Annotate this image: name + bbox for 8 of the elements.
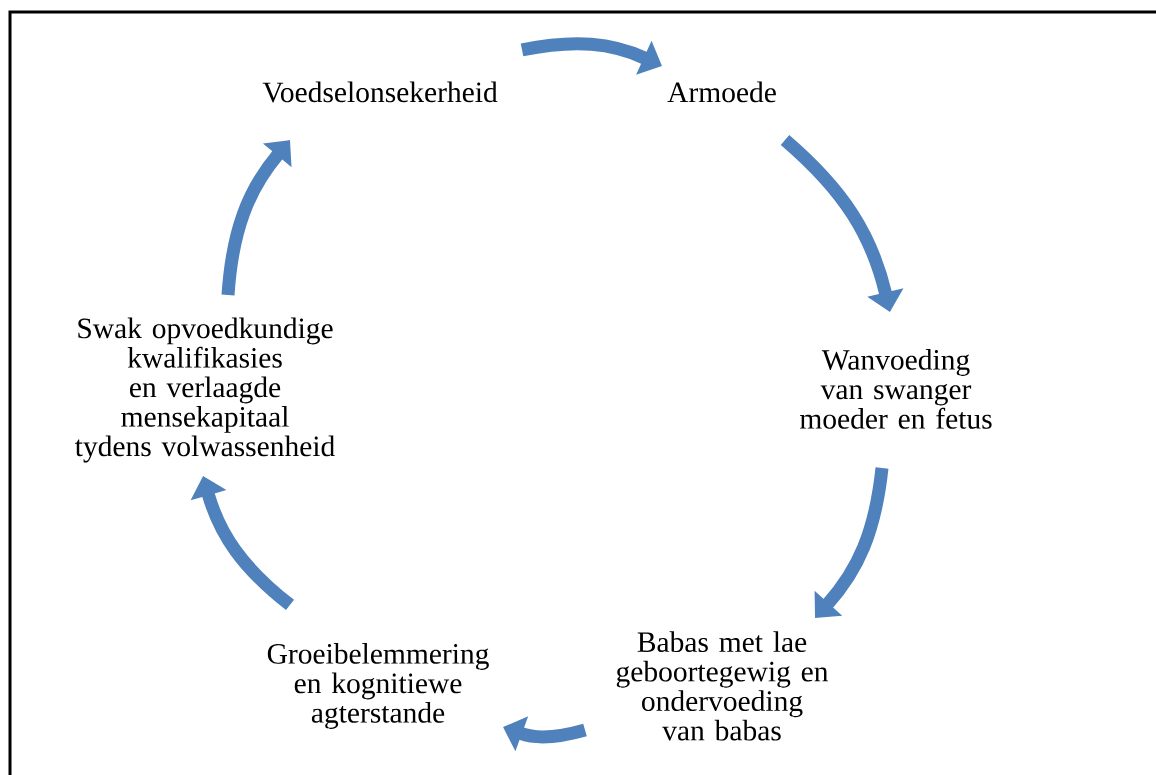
node-label: Wanvoeding van swanger moeder en fetus xyxy=(799,349,992,429)
node-label: Groeibelemmering en kognitiewe agterstande xyxy=(267,643,489,729)
curved-arrow xyxy=(221,140,292,296)
node-label: Armoede xyxy=(667,81,776,103)
node-label: Swak opvoedkundige kwalifikasies en verlaagde mensekapitaal tydens volwassenheid xyxy=(75,317,335,463)
curved-arrow xyxy=(814,467,889,618)
node-label: Babas met lae geboortegewig en ondervoeding van babas xyxy=(616,631,829,741)
node-label: Voedselonsekerheid xyxy=(262,81,498,103)
